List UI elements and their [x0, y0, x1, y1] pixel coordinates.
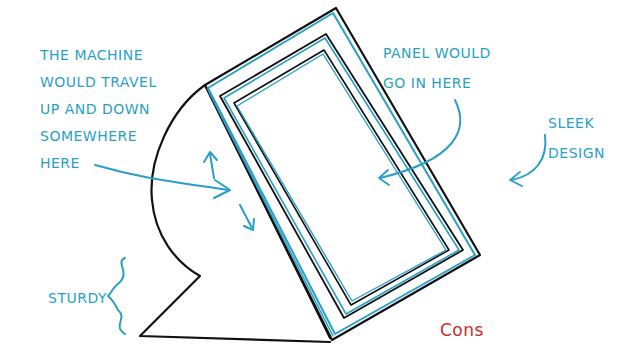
sturdy-note: STURDY — [48, 288, 138, 308]
design-note: SLEEK DESIGN — [548, 108, 620, 168]
machine-note: THE MACHINE WOULD TRAVEL UP AND DOWN SOM… — [40, 42, 165, 177]
cons-heading: Cons — [440, 318, 520, 342]
panel-note: PANEL WOULD GO IN HERE — [383, 38, 498, 98]
